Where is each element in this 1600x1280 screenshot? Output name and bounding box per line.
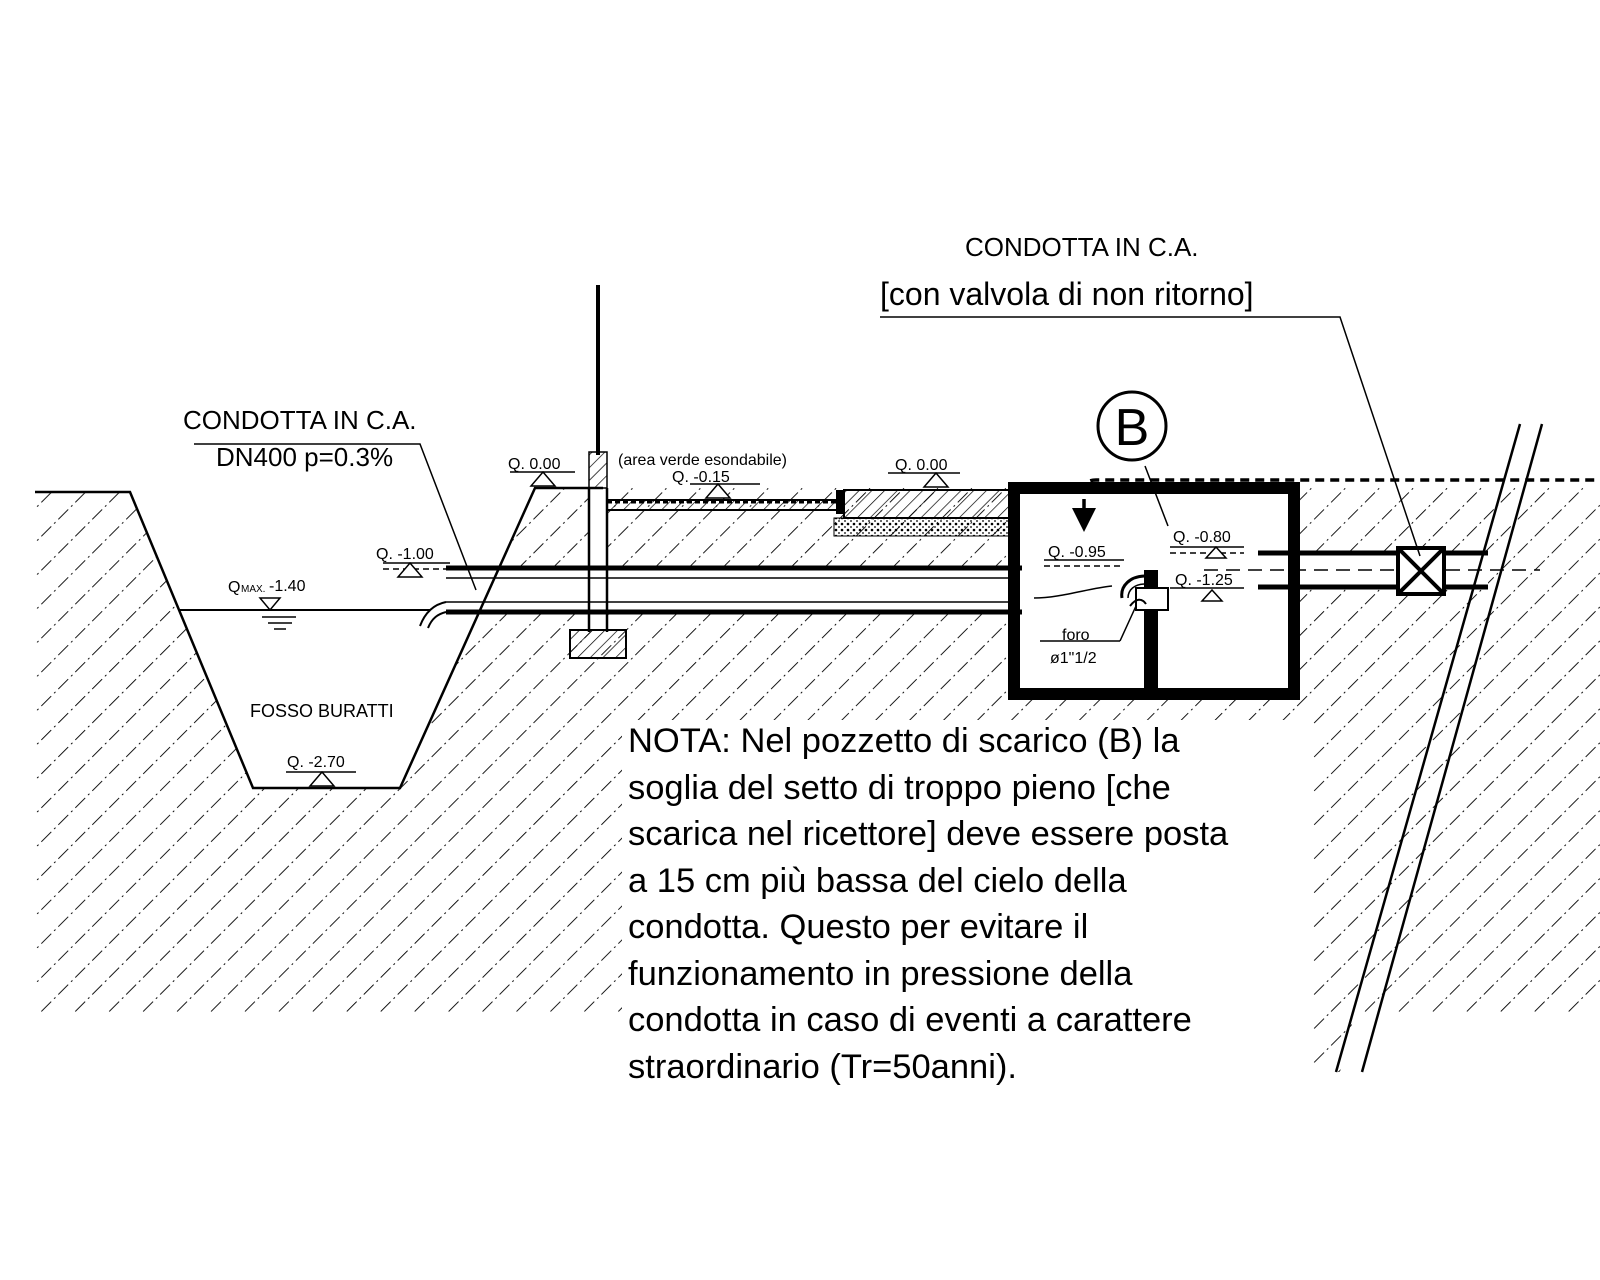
manhole-b (1008, 482, 1300, 700)
right-pipe (1204, 550, 1540, 590)
note-line: straordinario (Tr=50anni). (628, 1047, 1017, 1086)
note-line: a 15 cm più bassa del cielo della (628, 861, 1127, 900)
area-verde-label: (area verde esondabile) (618, 452, 787, 469)
retaining-wall (569, 285, 627, 659)
break-lines (1334, 423, 1544, 1073)
condotta-right-spec: [con valvola di non ritorno] (880, 276, 1254, 312)
level-qmax-value: -1.40 (269, 578, 306, 595)
condotta-right-title: CONDOTTA IN C.A. (965, 232, 1199, 262)
pipe-left-inside (446, 568, 1014, 612)
note-line: funzionamento in pressione della (628, 954, 1133, 993)
level-q095: Q. -0.95 (1048, 544, 1106, 561)
note-background (622, 720, 1312, 1080)
level-q080: Q. -0.80 (1173, 529, 1231, 546)
level-qmax-prefix: Q (228, 579, 240, 596)
level-qmax-sub: MAX. (241, 584, 265, 595)
level-q000-left: Q. 0.00 (508, 456, 561, 473)
level-q125: Q. -1.25 (1175, 572, 1233, 589)
pavement (833, 489, 1017, 537)
condotta-left-title: CONDOTTA IN C.A. (183, 405, 417, 435)
wall-inner-blank (590, 485, 606, 631)
note-line: condotta. Questo per evitare il (628, 908, 1089, 946)
level-markers (258, 470, 1244, 787)
note-text: NOTA: Nel pozzetto di scarico (B) la sog… (628, 718, 1328, 1090)
marker-b-label: B (1115, 399, 1150, 457)
level-q270: Q. -2.70 (287, 754, 345, 771)
marker-b-circle (1096, 390, 1168, 462)
grass-strip (606, 490, 844, 514)
note-line: condotta in caso di eventi a carattere (628, 1001, 1192, 1039)
note-line: NOTA: Nel pozzetto di scarico (B) la (628, 722, 1180, 760)
ground-profile (35, 486, 603, 790)
foro-diameter: ø1"1/2 (1050, 650, 1097, 667)
note-line: soglia del setto di troppo pieno [che (628, 768, 1171, 807)
level-q000-right: Q. 0.00 (895, 457, 948, 474)
level-q100: Q. -1.00 (376, 546, 434, 563)
left-pipe (419, 565, 1014, 629)
level-q015: Q. -0.15 (672, 469, 730, 486)
dashed-link (1082, 478, 1600, 508)
foro-label: foro (1062, 627, 1090, 644)
check-valve-icon (1396, 546, 1446, 596)
condotta-left-spec: DN400 p=0.3% (216, 442, 393, 472)
fosso-label: FOSSO BURATTI (250, 701, 394, 721)
note-line: scarica nel ricettore] deve essere posta (628, 815, 1229, 853)
leader-lines (194, 316, 1421, 591)
